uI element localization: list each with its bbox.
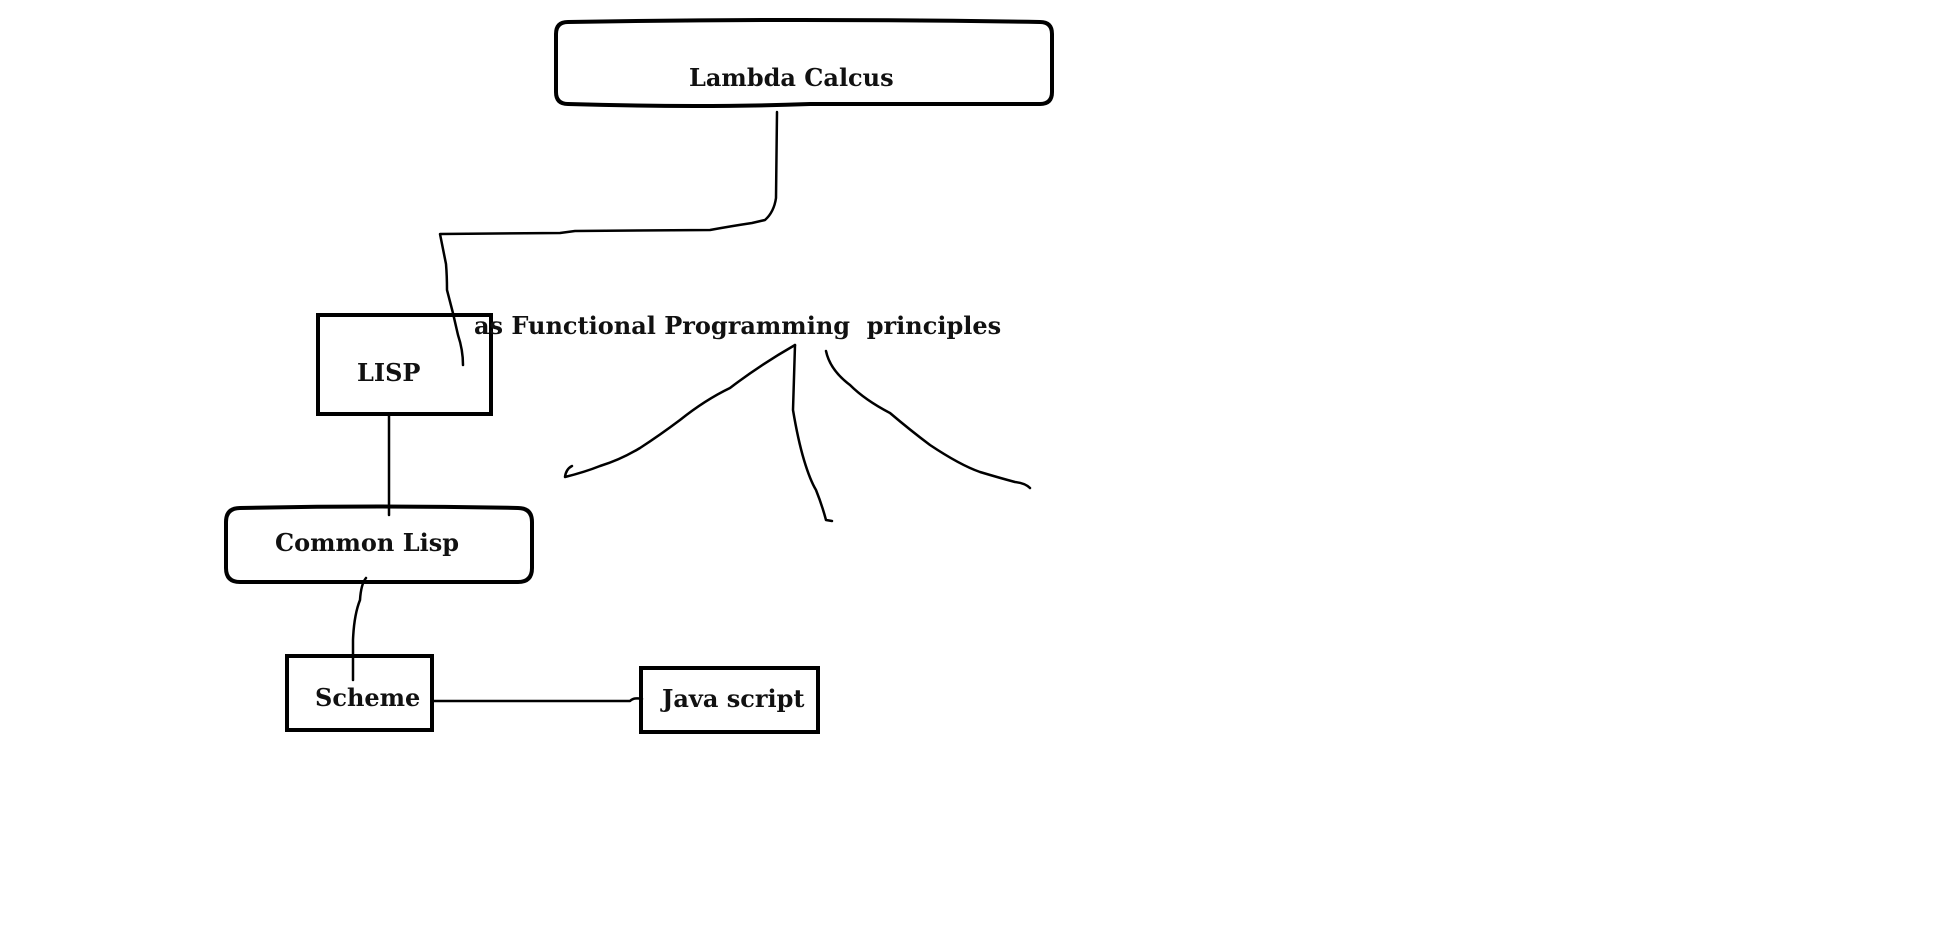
node-common-lisp-label: Common Lisp (275, 528, 459, 557)
node-common-lisp: Common Lisp (224, 504, 534, 584)
node-javascript-label: Java script (660, 684, 805, 713)
connector-scheme-to-javascript (430, 697, 644, 703)
node-lisp-label: LISP (357, 358, 420, 387)
annotation-functional-principles: as Functional Programming principles (474, 311, 1001, 340)
node-common-lisp-shape (224, 504, 534, 584)
branch-middle (791, 343, 834, 523)
node-lambda-calculus-label: Lambda Calcus (689, 63, 894, 92)
node-lambda-calculus-shape (554, 18, 1054, 108)
node-lambda-calculus: Lambda Calcus (554, 18, 1054, 108)
node-lisp-shape (316, 313, 493, 416)
node-scheme-shape (285, 654, 434, 732)
connector-common-lisp-to-scheme (351, 576, 368, 682)
branch-right (824, 349, 1032, 490)
node-scheme: Scheme (285, 654, 434, 732)
branch-left (563, 343, 797, 479)
node-scheme-label: Scheme (315, 683, 420, 712)
connector-lambda-to-lisp (438, 110, 779, 367)
node-javascript: Java script (639, 666, 820, 734)
node-lisp: LISP (316, 313, 493, 416)
